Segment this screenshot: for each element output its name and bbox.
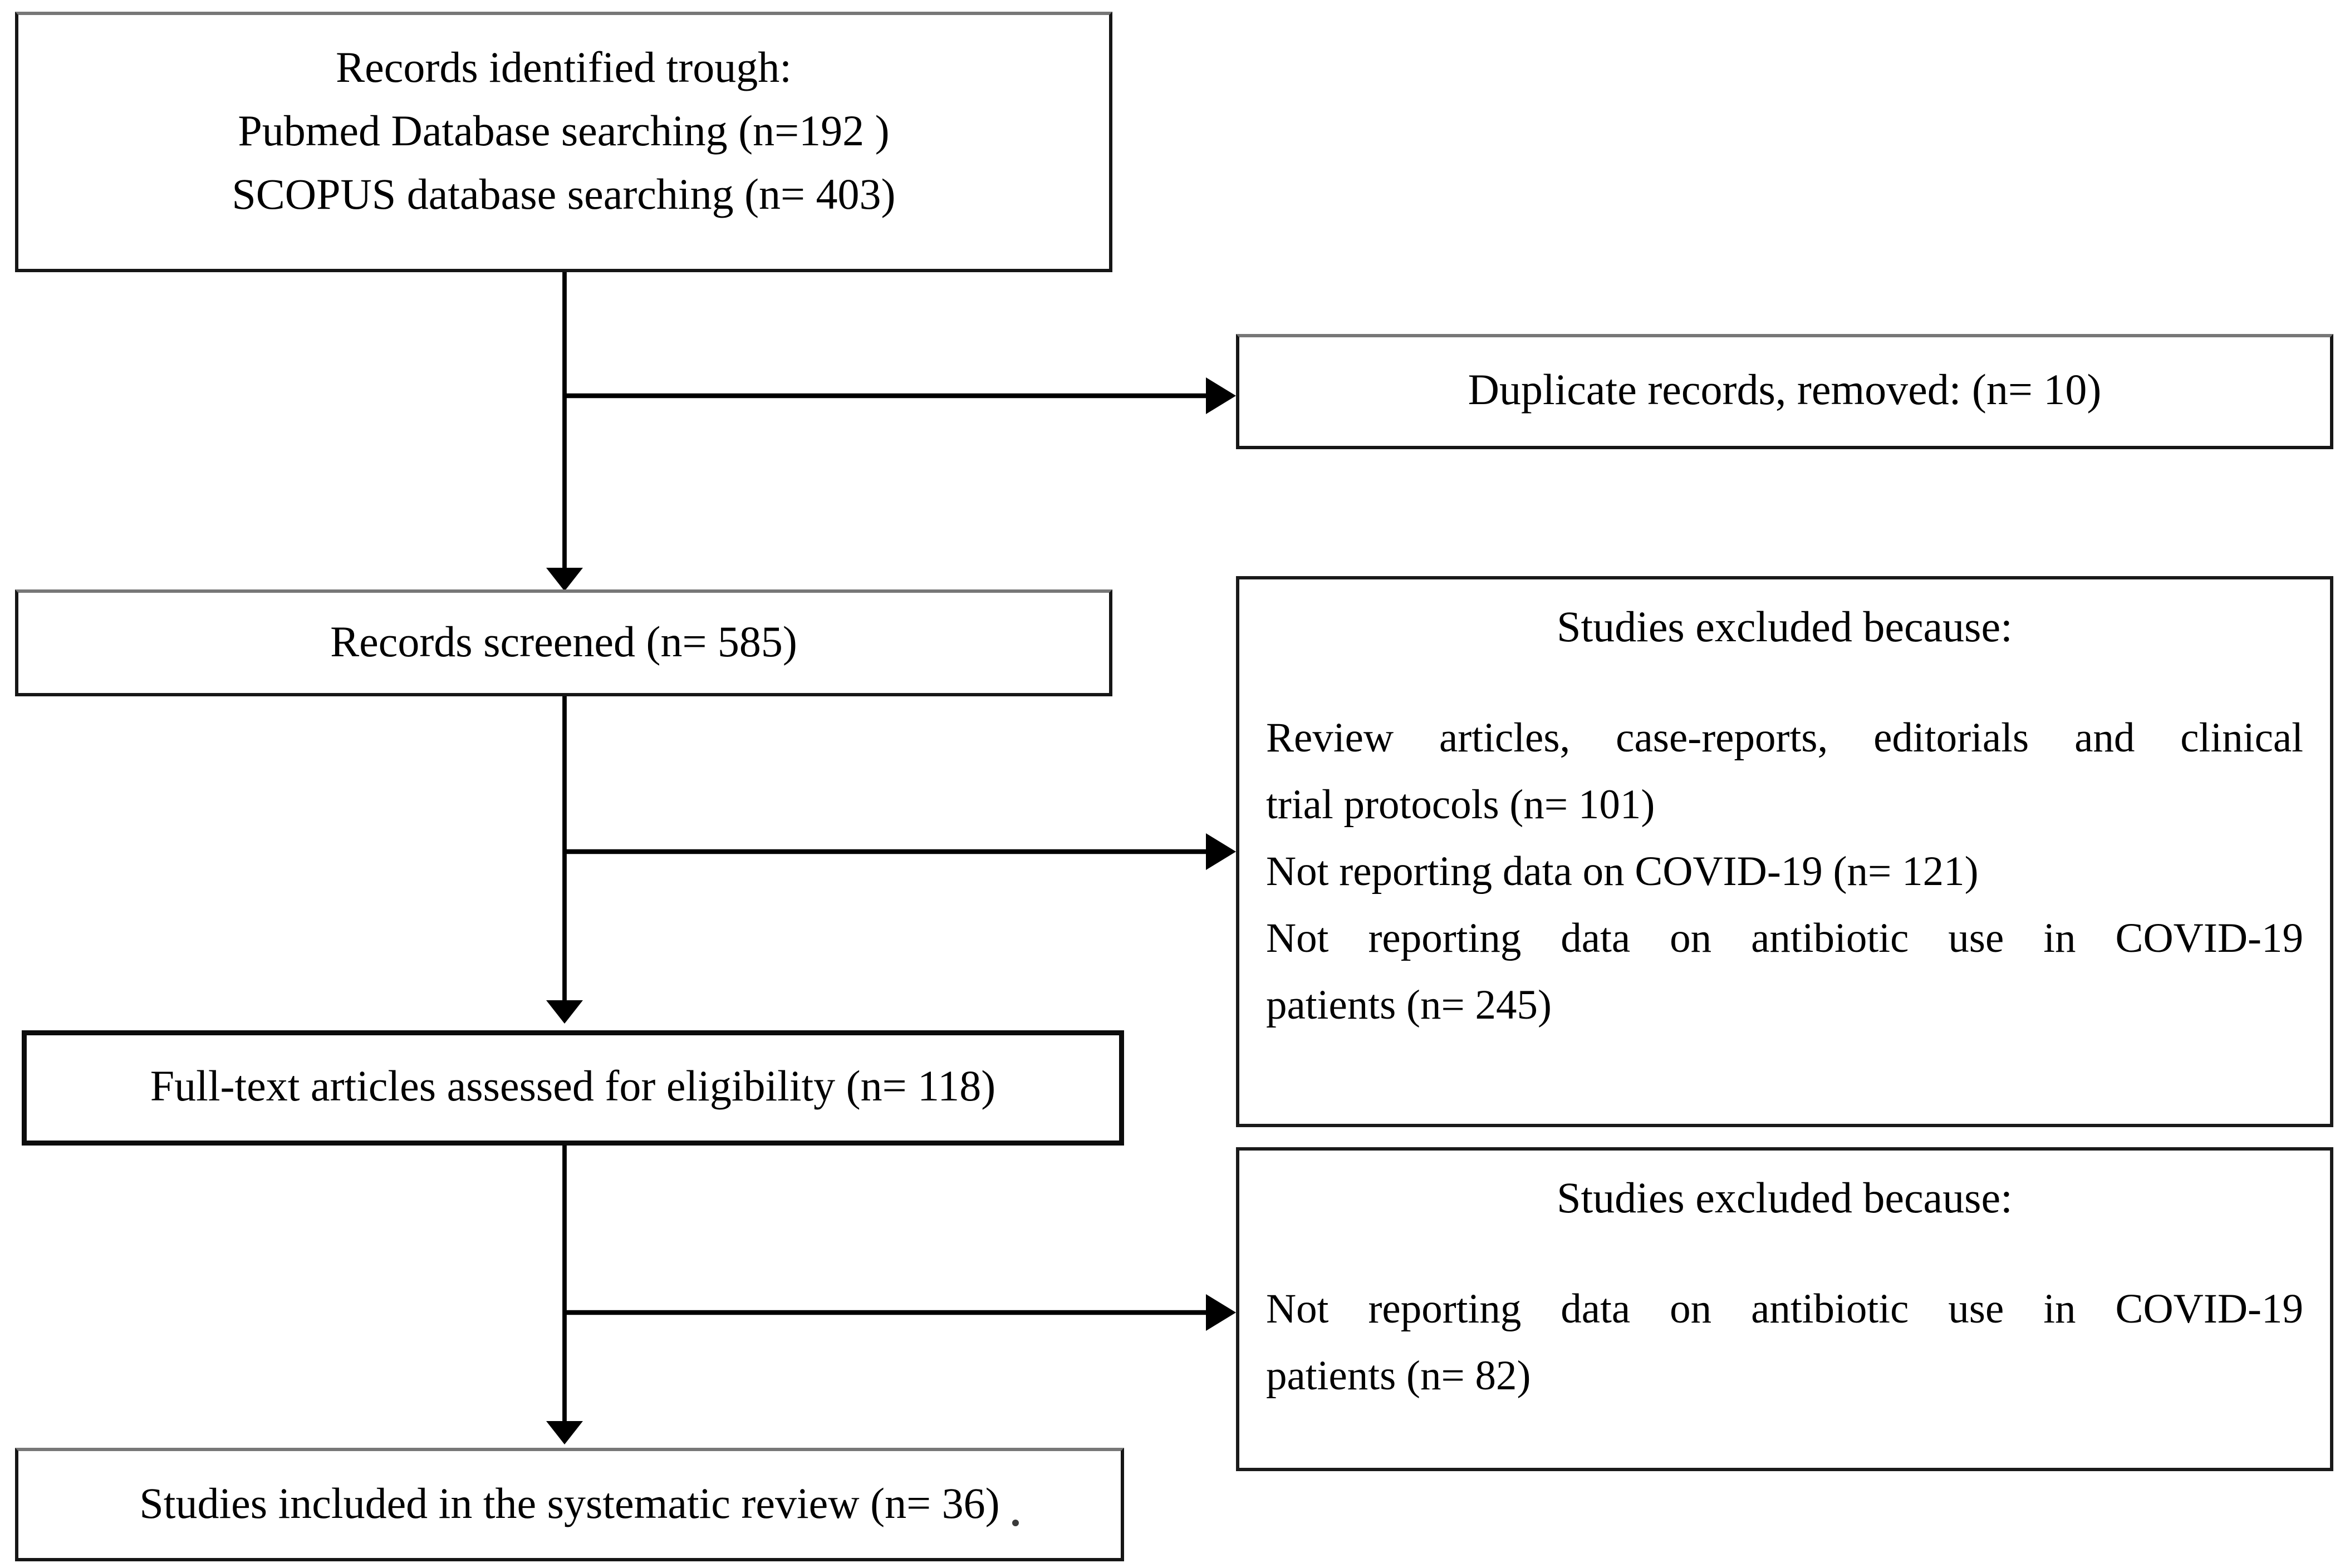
studies-excluded-fulltext-title: Studies excluded because: [1557,1174,2013,1222]
studies-included-label: Studies included in the systematic revie… [139,1479,1000,1528]
duplicates-removed-label: Duplicate records, removed: (n= 10) [1468,366,2102,415]
exclusion-reason-review-articles-line2: trial protocols (n= 101) [1266,783,1655,828]
records-identified-pubmed: Pubmed Database searching (n=192 ) [238,107,890,155]
arrowhead-right-excluded1-icon [1206,833,1236,870]
box-duplicates-removed: Duplicate records, removed: (n= 10) [1236,334,2333,449]
stray-mark [1012,1520,1019,1526]
exclusion-reason-no-antibiotic-line1: Not reporting data on antibiotic use in … [1266,917,2303,962]
box-studies-excluded-screening: Studies excluded because: Review article… [1236,576,2333,1127]
arrowhead-down-included-icon [546,1421,583,1444]
arrowhead-right-duplicates-icon [1206,377,1236,414]
studies-excluded-screening-title: Studies excluded because: [1557,603,2013,651]
records-screened-label: Records screened (n= 585) [330,617,797,666]
exclusion-reason-not-covid: Not reporting data on COVID-19 (n= 121) [1266,850,1979,895]
box-records-identified: Records identified trough: Pubmed Databa… [15,12,1112,272]
records-identified-heading: Records identified trough: [336,43,792,92]
studies-excluded-fulltext-reasons: Not reporting data on antibiotic use in … [1239,1277,2330,1411]
box-studies-excluded-fulltext: Studies excluded because: Not reporting … [1236,1147,2333,1471]
studies-excluded-screening-reasons: Review articles, case-reports, editorial… [1239,706,2330,1040]
exclusion-reason-fulltext-line1: Not reporting data on antibiotic use in … [1266,1287,2303,1333]
arrowhead-down-eligibility-icon [546,1000,583,1024]
exclusion-reason-review-articles-line1: Review articles, case-reports, editorial… [1266,716,2303,761]
box-records-screened: Records screened (n= 585) [15,589,1112,696]
arrowhead-down-screened-icon [546,568,583,591]
exclusion-reason-fulltext-line2: patients (n= 82) [1266,1354,1531,1399]
box-fulltext-assessed: Full-text articles assessed for eligibil… [22,1030,1124,1146]
fulltext-assessed-label: Full-text articles assessed for eligibil… [150,1062,996,1111]
box-studies-included: Studies included in the systematic revie… [15,1448,1124,1561]
arrowhead-right-excluded2-icon [1206,1294,1236,1331]
records-identified-scopus: SCOPUS database searching (n= 403) [232,170,896,219]
exclusion-reason-no-antibiotic-line2: patients (n= 245) [1266,984,1552,1029]
